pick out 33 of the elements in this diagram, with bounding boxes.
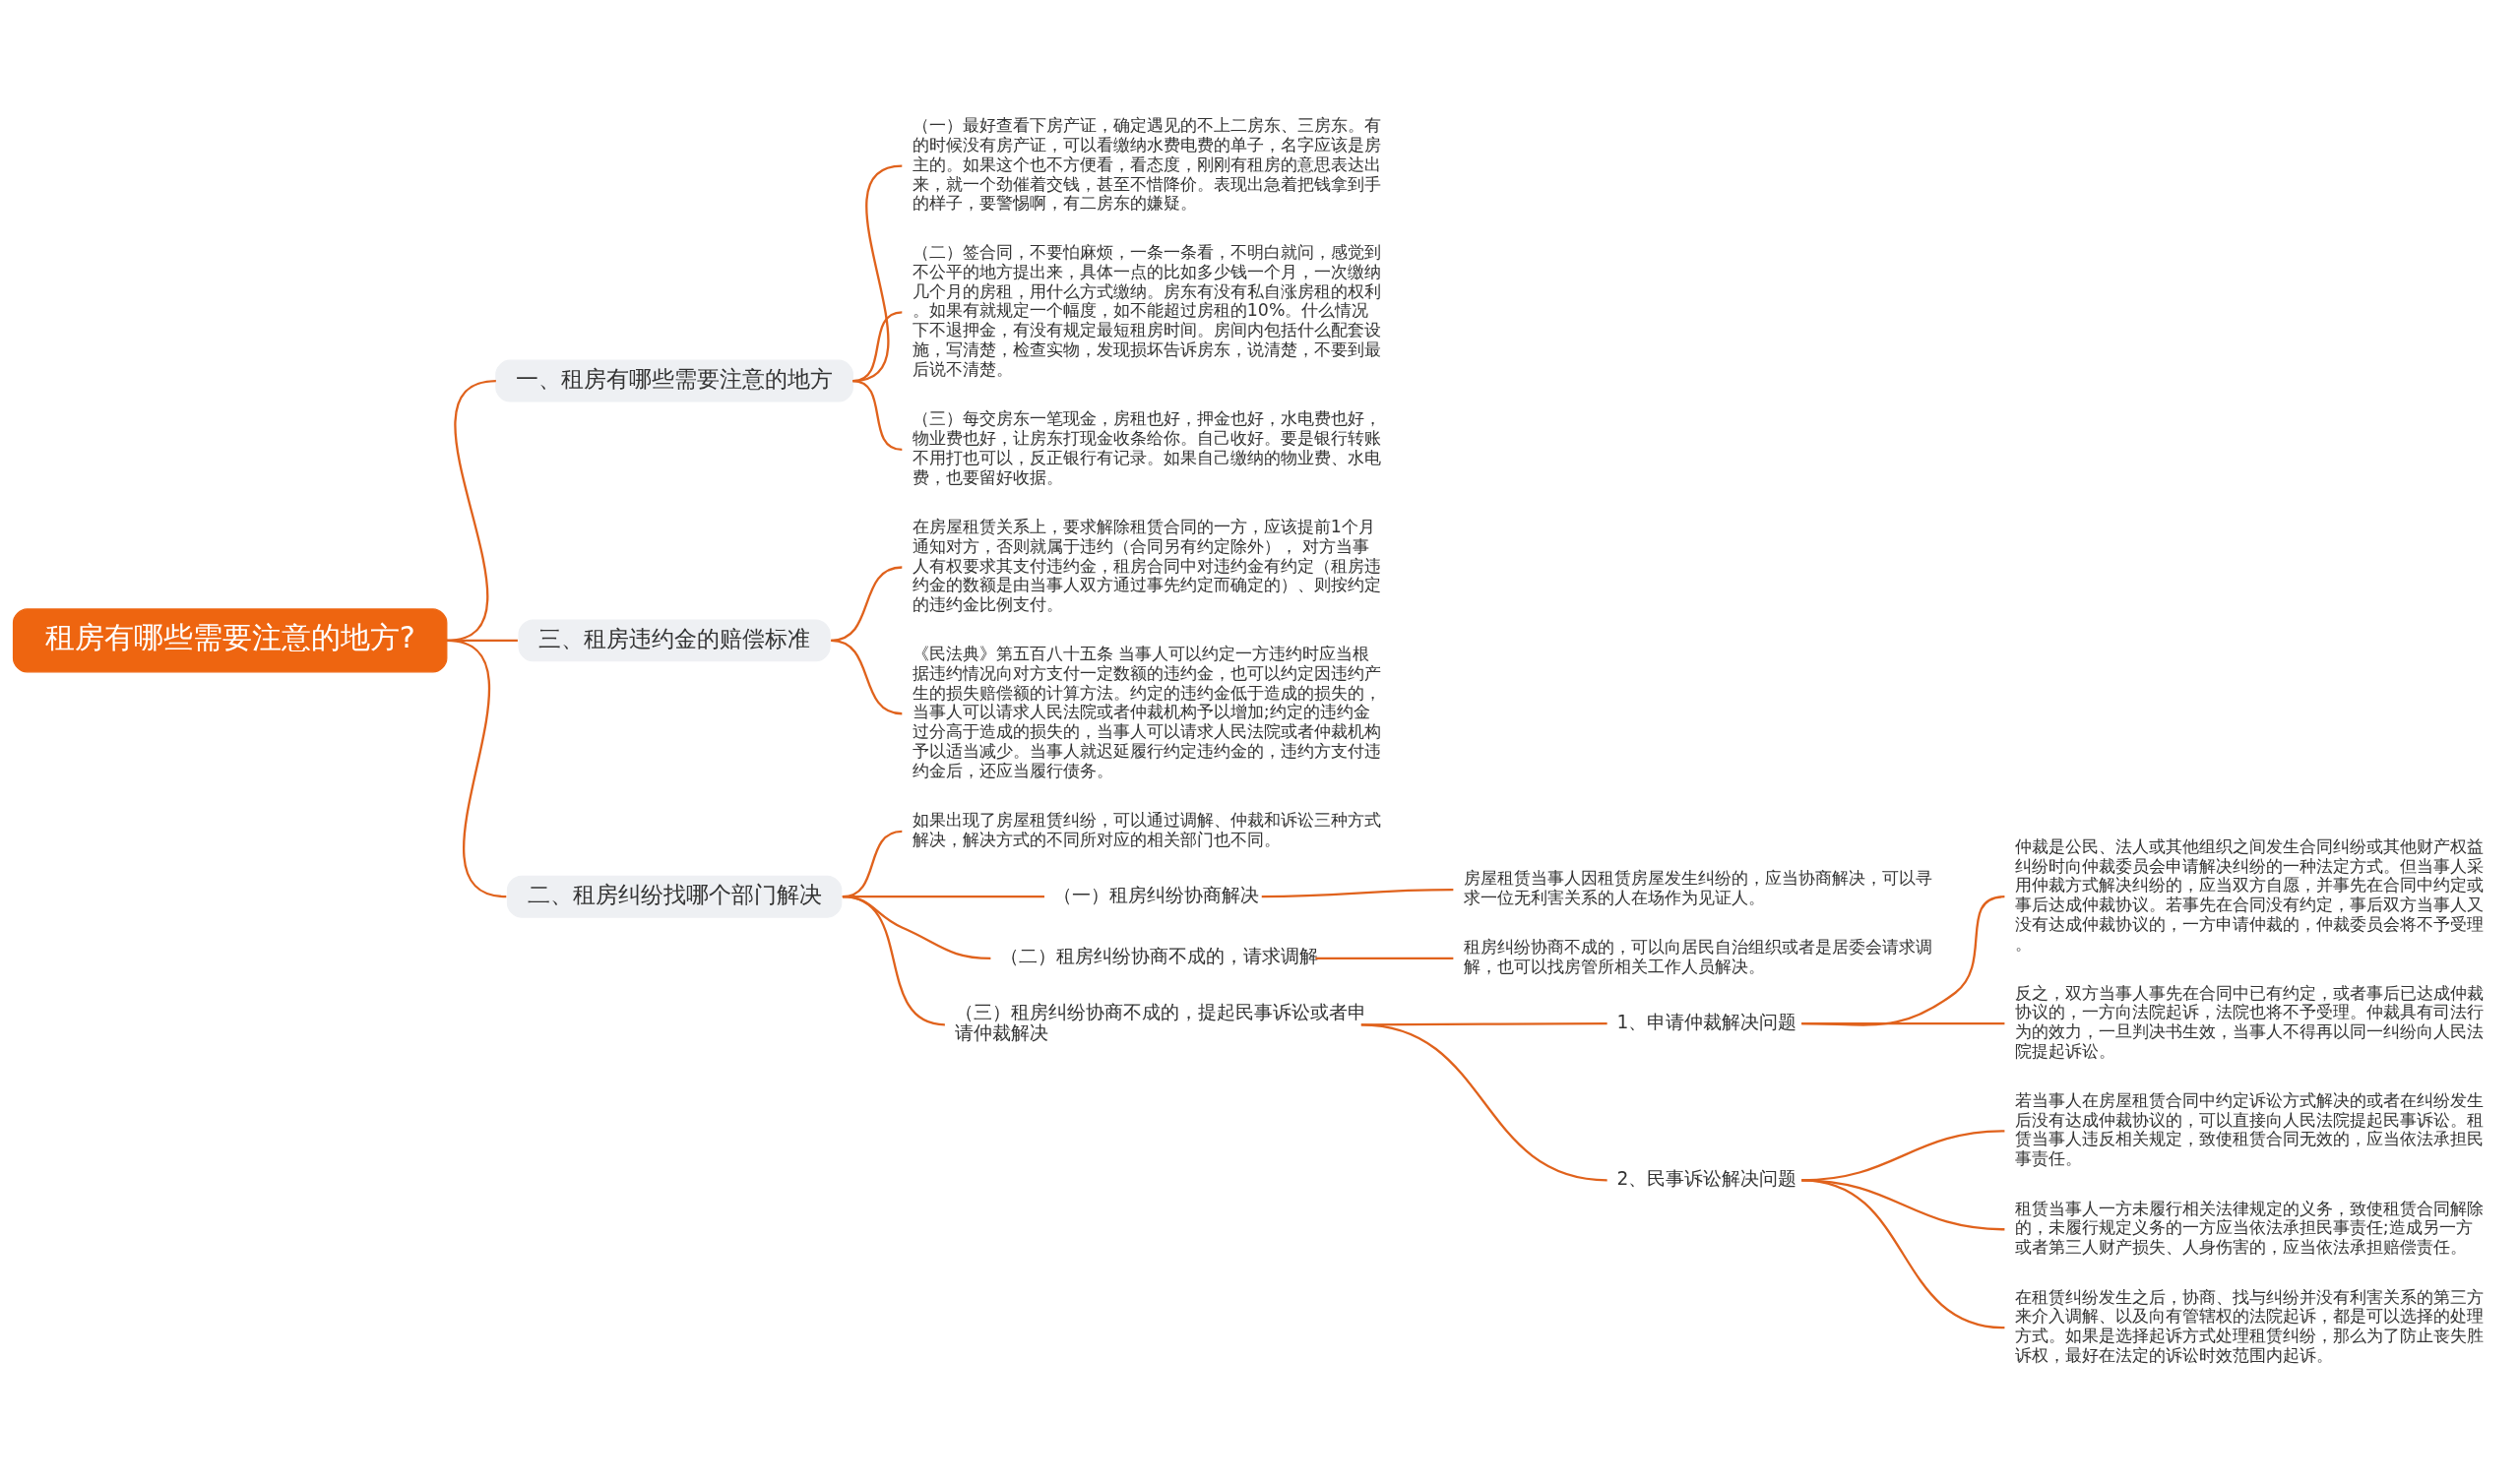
connector xyxy=(852,379,903,451)
node-text: （三）每交房东一笔现金，房租也好，押金也好，水电费也好，物业费也好，让房东打现金收条给你。自己收好。要是银行转账不用打也可以，反正银行有记录。如果自己缴纳的物业费、水电费，也要留好收据。 xyxy=(912,407,1381,487)
node-text: （二）签合同，不要怕麻烦，一条一条看，不明白就问，感觉到不公平的地方提出来，具体一点的比如多少钱一个月，一次缴纳几个月的房租，用什么方式缴纳。房东有没有私自涨房租的权利。如果有就规定一个幅度，如不能超过房租的10%。什么情况下不退押金，有没有规定最短租房时间。房间内包括什么配套设施，写清楚，检查实物，发现损坏告诉房东，说清楚，不要到最后说不清楚。 xyxy=(912,241,1381,379)
node-text: 2、民事诉讼解决问题 xyxy=(1616,1167,1797,1189)
connector xyxy=(1801,1178,2005,1329)
node-text: （一）最好查看下房产证，确定遇见的不上二房东、三房东。有的时候没有房产证，可以看缴纳水费电费的单子，名字应该是房主的。如果这个也不方便看，看态度，刚刚有租房的意思表达出来，就一个劲催着交钱，甚至不惜降价。表现出急着把钱拿到手的样子，要警惕啊，有二房东的嫌疑。 xyxy=(912,114,1381,213)
node-text: 租房纠纷协商不成的，可以向居民自治组织或者是居委会请求调解，也可以找房管所相关工作人员解决。 xyxy=(1463,936,1932,976)
node-text: 如果出现了房屋租赁纠纷，可以通过调解、仲裁和诉讼三种方式解决，解决方式的不同所对应的相关部门也不同。 xyxy=(912,809,1381,849)
node-box: 租房有哪些需要注意的地方? xyxy=(12,607,448,672)
node-text: （一）租房纠纷协商解决 xyxy=(1053,884,1260,905)
node-box: 三、租房违约金的赔偿标准 xyxy=(518,618,831,661)
connector xyxy=(1801,895,2005,1026)
node-text: （三）租房纠纷协商不成的，提起民事诉讼或者申请仲裁解决 xyxy=(954,1001,1366,1043)
connector xyxy=(831,639,903,714)
node-text: 租赁当事人一方未履行相关法律规定的义务，致使租赁合同解除的，未履行规定义务的一方应当依法承担民事责任;造成另一方或者第三人财产损失、人身伤害的，应当依法承担赔偿责任。 xyxy=(2014,1198,2484,1257)
node-text: 1、申请仲裁解决问题 xyxy=(1616,1011,1797,1032)
connector xyxy=(1360,1022,1607,1181)
connector xyxy=(1801,1021,2005,1024)
node-text: 在租赁纠纷发生之后，协商、找与纠纷并没有利害关系的第三方来介入调解、以及向有管辖权的法院起诉，都是可以选择的处理方式。如果是选择起诉方式处理租赁纠纷，那么为了防止丧失胜诉权，最好在法定的诉讼时效范围内起诉。 xyxy=(2014,1286,2484,1365)
node-text: 仲裁是公民、法人或其他组织之间发生合同纠纷或其他财产权益纠纷时向仲裁委员会申请解决纠纷的一种法定方式。但当事人采用仲裁方式解决纠纷的，应当双方自愿，并事先在合同中约定或事后达成仲裁协议。若事先在合同没有约定，事后双方当事人又没有达成仲裁协议的，一方申请仲裁的，仲裁委员会将不予受理。 xyxy=(2014,835,2484,954)
node-text: 房屋租赁当事人因租赁房屋发生纠纷的，应当协商解决，可以寻求一位无利害关系的人在场作为见证人。 xyxy=(1463,867,1932,907)
connector xyxy=(1261,888,1454,897)
node-box: 二、租房纠纷找哪个部门解决 xyxy=(506,875,843,918)
node-box: 一、租房有哪些需要注意的地方 xyxy=(495,359,853,402)
node-text: 若当事人在房屋租赁合同中约定诉讼方式解决的或者在纠纷发生后没有达成仲裁协议的，可以直接向人民法院提起民事诉讼。租赁当事人违反相关规定，致使租赁合同无效的，应当依法承担民事责任。 xyxy=(2014,1089,2484,1168)
connector xyxy=(831,565,903,642)
connector xyxy=(1315,957,1454,959)
connector xyxy=(842,895,946,1025)
node-text: 反之，双方当事人事先在合同中已有约定，或者事后已达成仲裁协议的，一方向法院起诉，法院也将不予受理。仲裁具有司法行为的效力，一旦判决书生效，当事人不得再以同一纠纷向人民法院提起诉讼。 xyxy=(2014,982,2484,1061)
node-text: （二）租房纠纷协商不成的，请求调解 xyxy=(999,945,1318,966)
node-text: 《民法典》第五百八十五条 当事人可以约定一方违约时应当根据违约情况向对方支付一定数额的违约金，也可以约定因违约产生的损失赔偿额的计算方法。约定的违约金低于造成的损失的，当事人可以请求人民法院或者仲裁机构予以增加;约定的违约金过分高于造成的损失的，当事人可以请求人民法院或者仲裁机构予以适当减少。当事人就迟延履行约定违约金的，违约方支付违约金后，还应当履行债务。 xyxy=(912,643,1381,780)
node-text: 在房屋租赁关系上，要求解除租赁合同的一方，应该提前1个月通知对方，否则就属于违约（合同另有约定除外）， 对方当事人有权要求其支付违约金，租房合同中对违约金有约定（租房违约金的数额是由当事人双方通过事先约定而确定的）、则按约定的违约金比例支付。 xyxy=(912,516,1381,614)
connector xyxy=(446,639,507,897)
